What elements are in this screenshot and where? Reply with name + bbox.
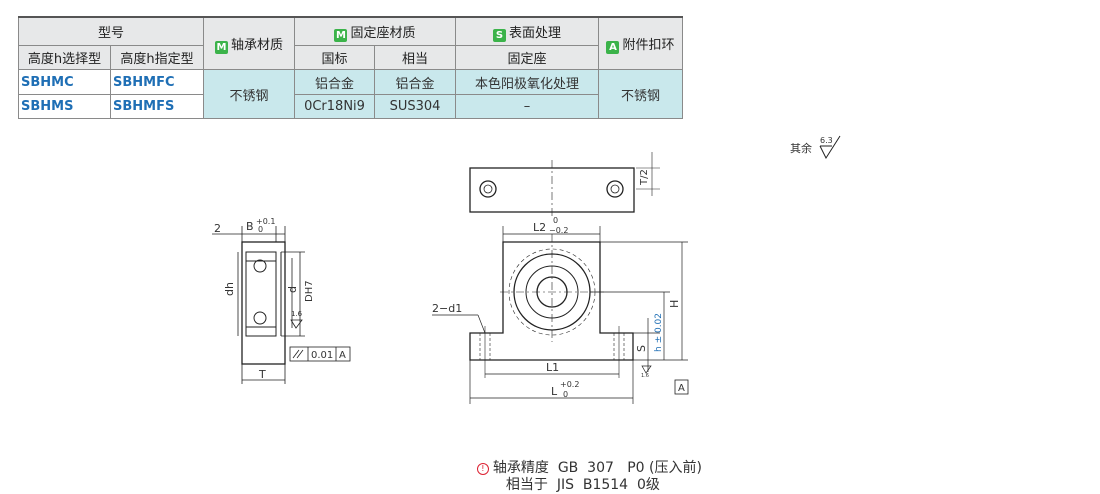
subheader-gb: 国标 xyxy=(294,45,375,70)
side-view xyxy=(241,241,286,365)
subheader-select-type: 高度h选择型 xyxy=(18,45,111,70)
datum-a-box xyxy=(674,379,689,395)
datum-a-label: A xyxy=(678,383,685,394)
dim-T-label: T xyxy=(258,368,266,381)
side-view-dimensions xyxy=(212,226,305,384)
tol-L-lower: 0 xyxy=(563,390,568,399)
model-select-cell[interactable]: SBHMS xyxy=(18,94,111,119)
dim-L2-label: L2 xyxy=(533,221,546,234)
dim-T2-label: T/2 xyxy=(639,169,650,186)
dim-dh-label: dh xyxy=(223,282,236,296)
model-select-cell[interactable]: SBHMC xyxy=(18,69,111,95)
dim-B-label: B xyxy=(246,220,254,233)
subheader-housing: 固定座 xyxy=(455,45,599,70)
subheader-specify-type: 高度h指定型 xyxy=(110,45,204,70)
dim-2-label: 2 xyxy=(214,222,221,235)
housing-equiv-cell: SUS304 xyxy=(374,94,456,119)
note-line2-value: JIS B1514 0级 xyxy=(556,477,660,493)
roughness-value: 6.3 xyxy=(820,136,833,145)
header-model: 型号 xyxy=(18,16,204,46)
surface-badge: S xyxy=(492,28,506,42)
datum-a-ref: A xyxy=(339,350,346,361)
ring-material-value: 不锈钢 xyxy=(598,69,683,119)
info-icon: ! xyxy=(476,463,489,475)
roughness-symbol-icon xyxy=(819,135,841,160)
tol-B-lower: 0 xyxy=(258,225,263,234)
dim-DH7-label: DH7 xyxy=(304,280,315,302)
dim-2d1-label: 2−d1 xyxy=(432,302,462,315)
model-specify-cell[interactable]: SBHMFS xyxy=(110,94,204,119)
note-line1-label: 轴承精度 xyxy=(492,460,549,476)
dim-S-label: S xyxy=(635,345,648,352)
roughness-label: 其余 xyxy=(790,141,812,155)
top-view xyxy=(469,167,635,213)
model-specify-cell[interactable]: SBHMFC xyxy=(110,69,204,95)
front-view xyxy=(469,241,634,361)
material-badge: M xyxy=(334,28,348,42)
tol-L2-upper: 0 xyxy=(553,216,558,225)
mounting-holes xyxy=(479,333,625,360)
note-line1-value: GB 307 P0 (压入前) xyxy=(557,460,702,476)
dim-L-label: L xyxy=(551,385,558,398)
dim-L1-label: L1 xyxy=(546,361,559,374)
surface-cell: – xyxy=(455,94,599,119)
parallel-value: 0.01 xyxy=(311,350,333,361)
dim-H-label: H xyxy=(668,300,681,308)
dim-h-label: h ± 0.02 xyxy=(654,313,664,352)
roughness-triangle-icon xyxy=(641,365,652,374)
ring-badge: A xyxy=(606,40,620,54)
housing-gb-cell: 0Cr18Ni9 xyxy=(294,94,375,119)
tol-L2-lower: −0.2 xyxy=(549,226,568,235)
note-line2-label: 相当于 xyxy=(505,477,548,493)
parallel-icon xyxy=(292,349,304,359)
bearing-material-value: 不锈钢 xyxy=(203,69,295,119)
tol-B-upper: +0.1 xyxy=(256,217,275,226)
dim-d-label: d xyxy=(286,286,299,293)
material-badge: M xyxy=(214,40,228,54)
tolerance-frame xyxy=(289,346,351,362)
surface-1-6b-label: 1.6 xyxy=(641,373,649,379)
roughness-triangle-icon xyxy=(290,319,303,329)
surface-1-6-label: 1.6 xyxy=(291,310,303,318)
front-view-dimensions xyxy=(432,226,688,404)
bearing-accuracy-note: !轴承精度 GB 307 P0 (压入前) xyxy=(468,441,702,477)
tol-L-upper: +0.2 xyxy=(560,380,579,389)
